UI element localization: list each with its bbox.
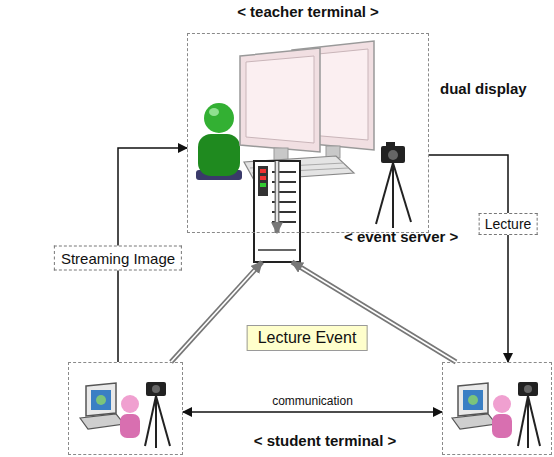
flow-label: Streaming Image xyxy=(54,246,182,271)
connector xyxy=(183,412,442,413)
camera-tripod xyxy=(376,142,411,228)
teacher-figure xyxy=(196,103,242,180)
connector xyxy=(277,161,278,233)
event-label: Lecture Event xyxy=(247,325,368,351)
terminal-heading: < teacher terminal > xyxy=(188,3,428,20)
teacher-terminal: < teacher terminal > xyxy=(187,33,429,233)
server-icon xyxy=(254,161,300,262)
student-left-figure xyxy=(80,382,170,448)
flow-label: communication xyxy=(269,394,356,408)
dual-display xyxy=(240,41,374,180)
event-server: < event server > xyxy=(254,161,300,262)
student-right-figure xyxy=(452,382,540,448)
server-heading: < event server > xyxy=(344,228,458,245)
terminal-heading: < student terminal > xyxy=(254,432,397,449)
display-label: dual display xyxy=(440,80,527,97)
student-terminal xyxy=(442,362,552,455)
flow-label: Lecture xyxy=(479,213,538,235)
student-terminal xyxy=(68,362,183,455)
connector xyxy=(429,155,508,362)
